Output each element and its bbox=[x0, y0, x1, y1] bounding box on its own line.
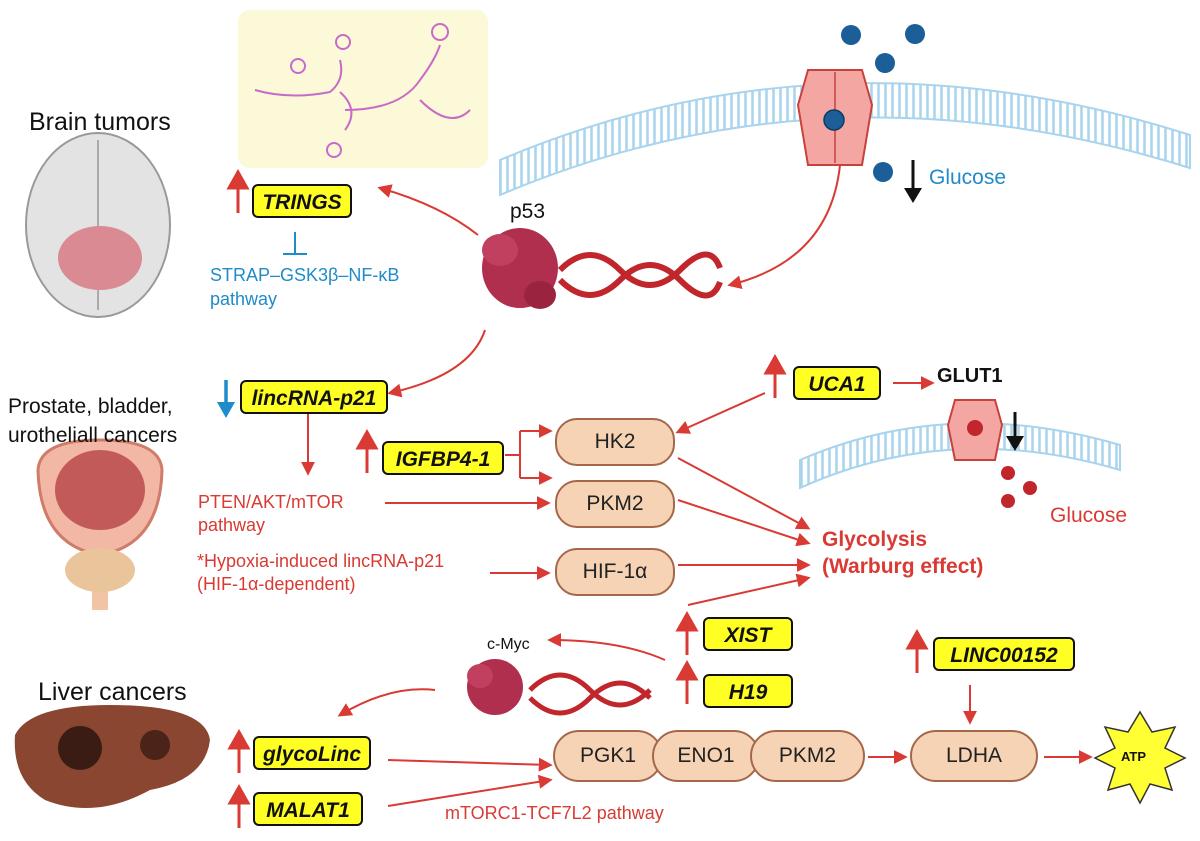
lncrna-glycolinc: glycoLinc bbox=[253, 736, 371, 770]
section-title-prostate-line2: urotheliall cancers bbox=[8, 424, 178, 447]
p53-label: p53 bbox=[510, 200, 546, 223]
glucose-label-top: Glucose bbox=[929, 166, 1007, 189]
lncrna-trings: TRINGS bbox=[252, 184, 352, 218]
strap-pathway-label-line1: STRAP–GSK3β–NF-κB bbox=[210, 265, 400, 285]
glucose-molecules-right bbox=[1001, 466, 1037, 508]
mtorc1-pathway-label: mTORC1-TCF7L2 pathway bbox=[445, 803, 664, 823]
enzyme-hk2: HK2 bbox=[555, 418, 675, 466]
enzyme-pgk1: PGK1 bbox=[553, 730, 663, 782]
pathway-arrows bbox=[301, 164, 1093, 807]
lncrna-lincrna-p21: lincRNA-p21 bbox=[240, 380, 388, 414]
c-myc-label: c-Myc bbox=[487, 636, 530, 653]
glycolysis-label-line1: Glycolysis bbox=[822, 528, 928, 551]
bladder-icon bbox=[36, 438, 164, 610]
lncrna-xist: XIST bbox=[703, 617, 793, 651]
glut1-transporter-icon bbox=[946, 399, 1004, 461]
lncrna-h19: H19 bbox=[703, 674, 793, 708]
lncrna-linc00152: LINC00152 bbox=[933, 637, 1075, 671]
hypoxia-label-line1: *Hypoxia-induced lincRNA-p21 bbox=[197, 551, 445, 571]
cell-membrane-right bbox=[799, 422, 1121, 490]
section-title-prostate-line1: Prostate, bladder, bbox=[8, 395, 173, 418]
lncrna-igfbp4-1: IGFBP4-1 bbox=[382, 441, 504, 475]
glut1-label: GLUT1 bbox=[937, 365, 1003, 387]
section-title-brain: Brain tumors bbox=[29, 108, 171, 136]
hypoxia-label-line2: (HIF-1α-dependent) bbox=[197, 574, 356, 594]
down-arrow-icon-glut1 bbox=[1006, 412, 1024, 451]
enzyme-hif-1a: HIF-1α bbox=[555, 548, 675, 596]
strap-pathway-label-line2: pathway bbox=[210, 289, 278, 309]
dna-helix-icon-liver bbox=[528, 672, 652, 716]
pten-pathway-label-line2: pathway bbox=[198, 515, 266, 535]
c-myc-protein-icon bbox=[467, 659, 523, 715]
cell-membrane-top bbox=[499, 82, 1191, 197]
up-arrow-icons bbox=[226, 168, 929, 828]
blue-down-arrow-icon bbox=[217, 380, 235, 418]
enzyme-eno1: ENO1 bbox=[652, 730, 760, 782]
enzyme-pkm2-liver: PKM2 bbox=[750, 730, 865, 782]
glucose-label-right: Glucose bbox=[1050, 504, 1128, 527]
glucose-transporter-icon bbox=[796, 69, 874, 166]
p53-protein-icon bbox=[482, 228, 558, 309]
pten-pathway-label-line1: PTEN/AKT/mTOR bbox=[198, 492, 344, 512]
enzyme-ldha: LDHA bbox=[910, 730, 1038, 782]
dna-helix-icon bbox=[557, 251, 723, 299]
enzyme-pkm2: PKM2 bbox=[555, 480, 675, 528]
atp-star-icon bbox=[1093, 710, 1187, 805]
brain-icon bbox=[25, 132, 171, 318]
section-title-liver: Liver cancers bbox=[38, 678, 187, 706]
glycolysis-label-line2: (Warburg effect) bbox=[822, 555, 984, 578]
glucose-molecules-top bbox=[841, 24, 925, 182]
lncrna-uca1: UCA1 bbox=[793, 366, 881, 400]
liver-icon bbox=[14, 705, 210, 808]
inhibition-symbol-icon bbox=[283, 232, 307, 255]
down-arrow-icon bbox=[904, 160, 922, 203]
rna-structure-icon bbox=[238, 10, 488, 168]
atp-label: ATP bbox=[1121, 749, 1147, 764]
lncrna-malat1: MALAT1 bbox=[253, 792, 363, 826]
